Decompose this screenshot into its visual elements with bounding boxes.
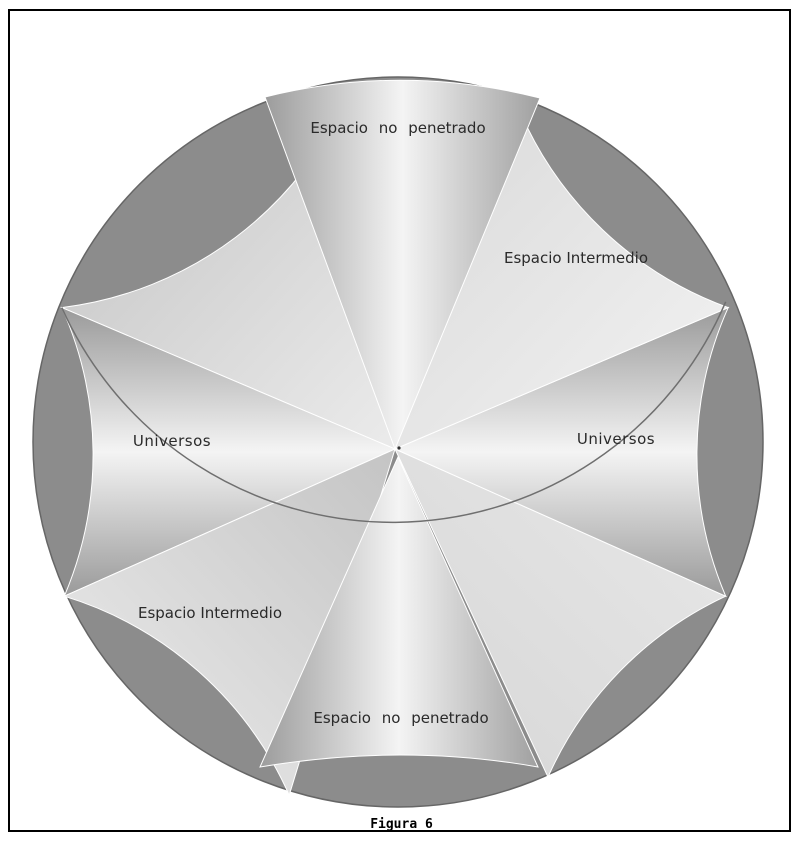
- sector-group: [59, 79, 730, 797]
- circle-diagram: Espacio no penetrado Espacio Intermedio …: [32, 76, 764, 808]
- figure-caption: Figura 6: [370, 817, 433, 832]
- sector-left: [60, 306, 397, 598]
- label-top: Espacio no penetrado: [310, 119, 485, 137]
- label-left: Universos: [133, 432, 211, 450]
- sector-upper-right: [394, 107, 730, 450]
- label-upper-right: Espacio Intermedio: [504, 249, 648, 267]
- label-bottom: Espacio no penetrado: [313, 709, 488, 727]
- center-dot: [397, 446, 401, 450]
- sector-bottom: [259, 455, 539, 768]
- label-lower-left: Espacio Intermedio: [138, 604, 282, 622]
- sector-top: [264, 79, 541, 451]
- sector-lower-right: [393, 447, 727, 779]
- figure-frame: Espacio no penetrado Espacio Intermedio …: [8, 9, 791, 832]
- disk-rim: [61, 301, 727, 524]
- sector-right: [393, 306, 730, 598]
- label-right: Universos: [577, 430, 655, 448]
